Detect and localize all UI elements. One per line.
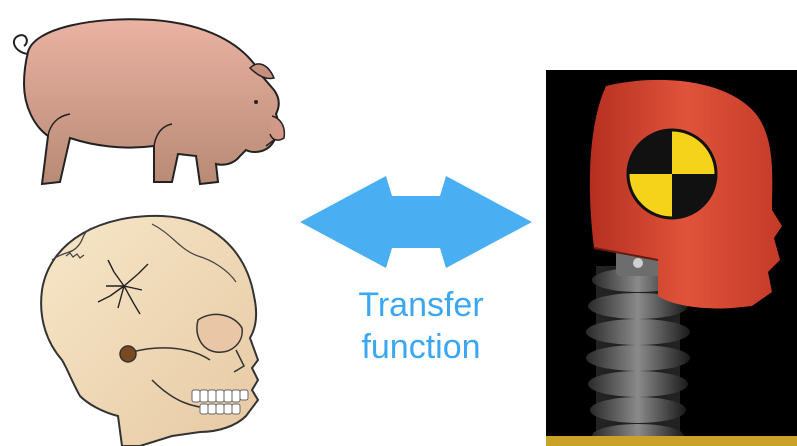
double-headed-arrow-icon (300, 174, 532, 270)
pig-illustration (4, 6, 286, 188)
caption-line-1: Transfer (312, 284, 530, 326)
fractured-skull-illustration (22, 210, 272, 446)
caption-line-2: function (312, 326, 530, 368)
crash-test-dummy-head (546, 70, 797, 446)
transfer-function-label: Transfer function (312, 284, 530, 368)
